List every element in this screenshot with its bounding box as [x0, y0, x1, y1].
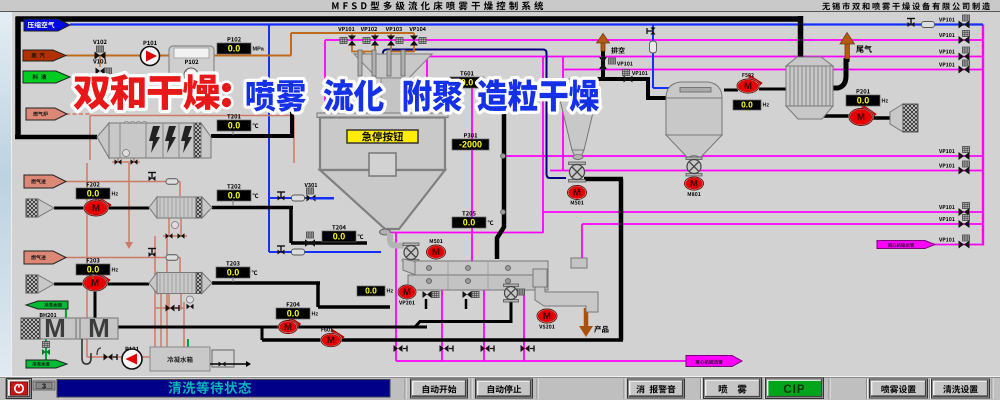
- svg-text:Hz: Hz: [312, 312, 319, 318]
- svg-text:0.0: 0.0: [228, 191, 241, 201]
- svg-text:0.0: 0.0: [741, 100, 753, 110]
- svg-text:-2000: -2000: [459, 140, 482, 150]
- svg-text:M: M: [744, 81, 752, 92]
- svg-text:0.0: 0.0: [857, 96, 870, 106]
- svg-text:Hz: Hz: [112, 192, 119, 198]
- svg-text:MPa: MPa: [253, 47, 265, 53]
- svg-text:M: M: [91, 278, 99, 289]
- svg-text:3: 3: [42, 381, 46, 390]
- svg-text:0.0: 0.0: [87, 265, 100, 275]
- svg-text:0.0: 0.0: [365, 286, 377, 296]
- svg-text:0.0: 0.0: [87, 189, 100, 199]
- svg-text:M: M: [88, 313, 110, 343]
- svg-text:M: M: [327, 335, 335, 346]
- svg-text:Hz: Hz: [387, 289, 394, 295]
- svg-text:Hz: Hz: [882, 99, 889, 105]
- svg-text:M: M: [44, 313, 66, 343]
- svg-text:0.0: 0.0: [461, 78, 474, 88]
- svg-text:M: M: [573, 188, 581, 199]
- svg-text:M: M: [432, 247, 440, 258]
- svg-text:Hz: Hz: [112, 268, 119, 274]
- svg-text:M: M: [403, 287, 411, 298]
- svg-text:0.0: 0.0: [333, 232, 346, 242]
- svg-text:M: M: [857, 112, 865, 123]
- svg-text:CIP: CIP: [783, 384, 805, 396]
- svg-text:0.0: 0.0: [228, 121, 241, 131]
- svg-text:Hz: Hz: [763, 103, 770, 109]
- svg-text:0.0: 0.0: [227, 268, 240, 278]
- svg-text:0.0: 0.0: [228, 44, 241, 54]
- svg-text:M: M: [690, 179, 698, 190]
- svg-text:0.0: 0.0: [463, 218, 476, 228]
- svg-text:M: M: [92, 203, 100, 214]
- svg-text:M: M: [284, 322, 292, 333]
- svg-text:0.0: 0.0: [287, 309, 300, 319]
- svg-text:M: M: [543, 311, 551, 322]
